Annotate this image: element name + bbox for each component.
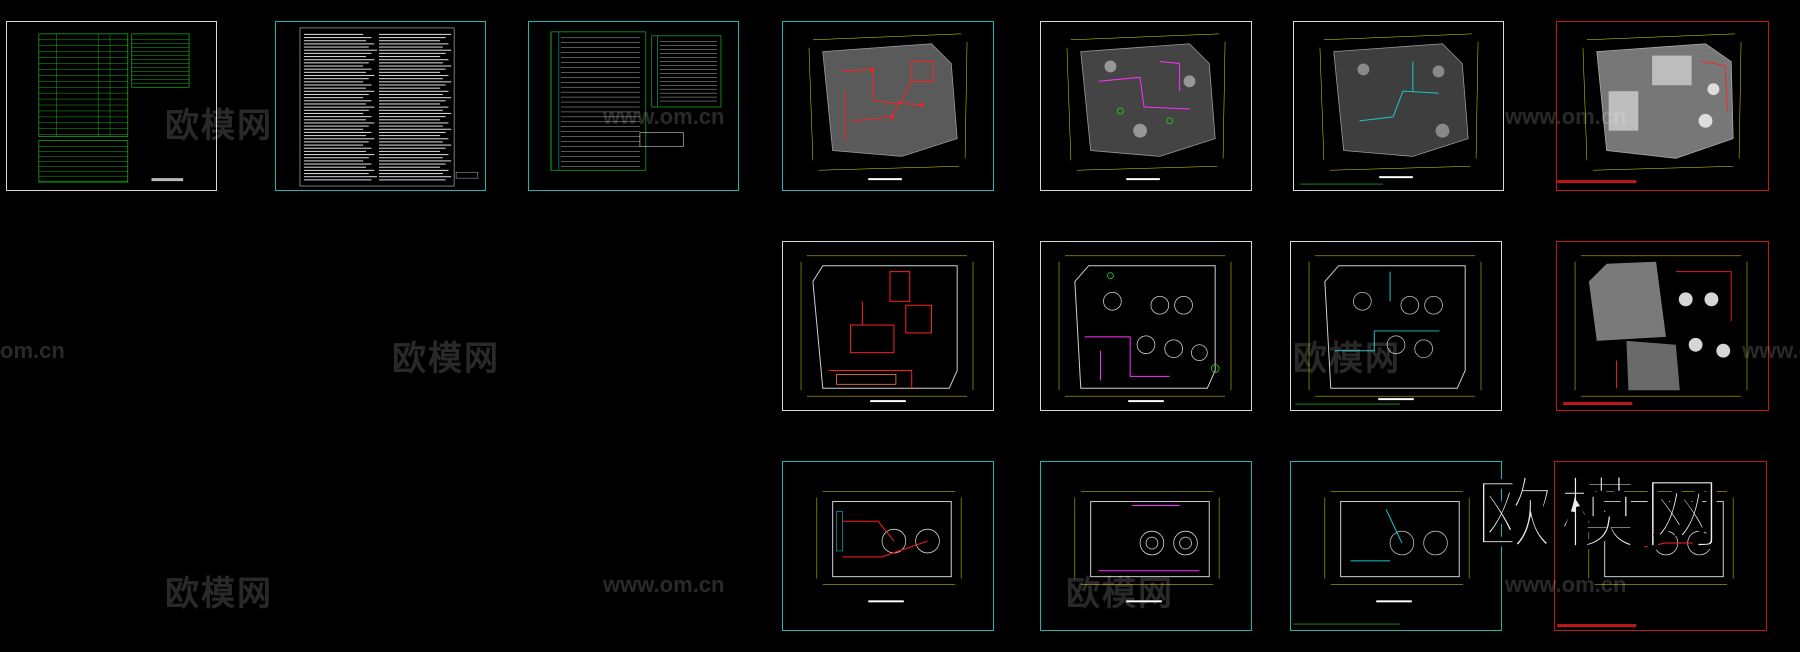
sheet-plan-3-fire[interactable] — [1554, 461, 1767, 631]
watermark-brand: 欧模网 — [165, 575, 273, 613]
sheet-plan-2-lighting[interactable] — [1040, 241, 1252, 411]
watermark-brand: 欧模网 — [165, 107, 273, 145]
sheet-plan-3-lighting[interactable] — [1040, 461, 1252, 631]
floor-plan-1-weak-current-drawing — [1300, 33, 1479, 185]
floor-plan-2-lighting-drawing — [1058, 255, 1232, 403]
floor-plan-1-power-drawing — [808, 33, 968, 181]
sheet-plan-2-power[interactable] — [782, 241, 994, 411]
floor-plan-3-fire-drawing — [1557, 491, 1734, 628]
sheet-plan-1-lighting[interactable] — [1040, 21, 1252, 191]
floor-plan-3-weak-current-drawing — [1293, 491, 1470, 625]
watermark-url-fragment-right: www.om — [1742, 338, 1800, 363]
sheet-plan-3-weak-current[interactable] — [1290, 461, 1502, 631]
sheet-system-diagram[interactable] — [528, 21, 739, 191]
watermark-url: www.om.cn — [603, 104, 725, 129]
watermark-brand: 欧模网 — [1066, 575, 1174, 613]
watermark-brand: 欧模网 — [392, 340, 500, 378]
sheet-plan-1-power[interactable] — [782, 21, 994, 191]
floor-plan-3-power-drawing — [816, 491, 962, 603]
floor-plan-2-fire-drawing — [1563, 255, 1748, 406]
watermark-url: www.om.cn — [1505, 104, 1627, 129]
system-diagram-drawing — [550, 31, 722, 171]
watermark-brand: 欧模网 — [1293, 340, 1401, 378]
sheet-cover-schedule[interactable] — [6, 21, 217, 191]
watermark-url-fragment: om.cn — [0, 338, 65, 363]
watermark-brand-large: 欧模网 — [1474, 469, 1728, 559]
design-notes-text-drawing — [299, 27, 479, 187]
sheet-plan-2-fire[interactable] — [1556, 241, 1769, 411]
floor-plan-1-lighting-drawing — [1066, 33, 1226, 181]
schedule-table-drawing — [38, 33, 190, 183]
floor-plan-2-weak-current-drawing — [1295, 255, 1482, 405]
watermark-url: www.om.cn — [1505, 572, 1627, 597]
sheet-plan-1-fire[interactable] — [1556, 21, 1769, 191]
floor-plan-2-power-drawing — [800, 255, 974, 403]
sheet-plan-1-weak-current[interactable] — [1293, 21, 1504, 191]
sheet-plan-2-weak-current[interactable] — [1290, 241, 1502, 411]
floor-plan-1-fire-drawing — [1557, 33, 1742, 184]
floor-plan-3-lighting-drawing — [1074, 491, 1220, 603]
sheet-design-notes[interactable] — [275, 21, 486, 191]
sheet-plan-3-power[interactable] — [782, 461, 994, 631]
watermark-url: www.om.cn — [603, 572, 725, 597]
